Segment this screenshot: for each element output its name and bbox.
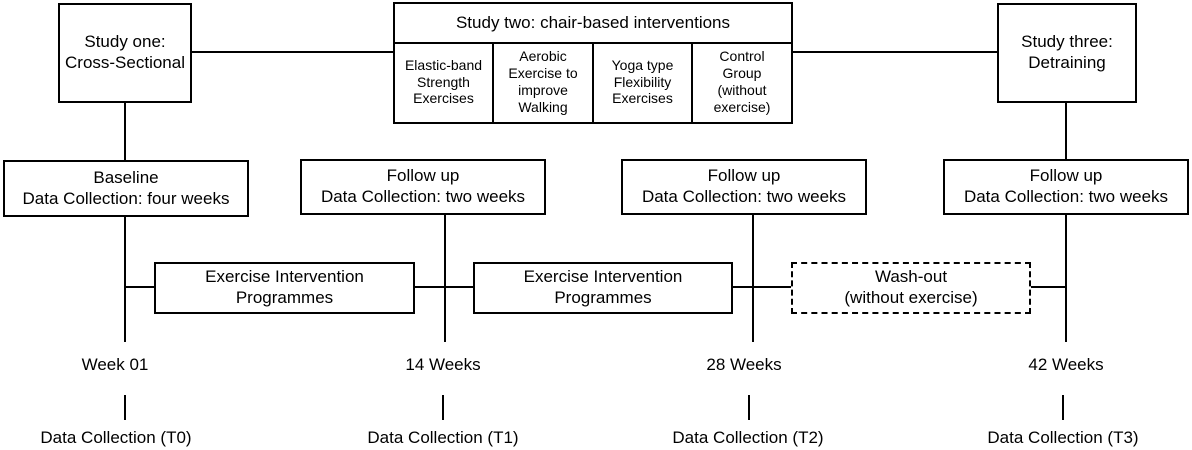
- followup-collection-box-t3: Follow up Data Collection: two weeks: [943, 159, 1189, 215]
- intervention-line2: Programmes: [235, 288, 334, 307]
- study-one-line1: Study one:: [84, 32, 166, 52]
- arm-line: Control: [719, 48, 765, 65]
- study-three-line1: Study three:: [1021, 32, 1113, 52]
- timepoint-t0: Week 01: [81, 355, 149, 374]
- study-two-arm-yoga: Yoga type Flexibility Exercises: [594, 42, 693, 122]
- study-one-box: Study one: Cross-Sectional: [58, 3, 192, 103]
- intervention-line1: Exercise Intervention: [205, 267, 364, 287]
- collection-heading: Baseline: [93, 167, 159, 187]
- baseline-collection-box: Baseline Data Collection: four weeks: [3, 160, 249, 217]
- followup-collection-box-t2: Follow up Data Collection: two weeks: [621, 159, 867, 215]
- intervention-box-1: Exercise Intervention Programmes: [154, 262, 415, 314]
- data-collection-t2: Data Collection (T2): [672, 428, 824, 447]
- collection-duration: Data Collection: two weeks: [963, 187, 1169, 206]
- arm-line: Yoga type: [611, 56, 674, 73]
- arm-line: Elastic-band: [404, 56, 483, 73]
- arm-line: Flexibility: [613, 73, 672, 90]
- arm-line: Group: [722, 65, 762, 82]
- study-three-box: Study three: Detraining: [997, 3, 1137, 103]
- collection-heading: Follow up: [1029, 166, 1103, 186]
- study-three-line2: Detraining: [1028, 53, 1106, 72]
- arm-line: improve: [518, 82, 568, 98]
- arm-line: Exercises: [612, 90, 673, 107]
- timepoint-t2: 28 Weeks: [706, 355, 782, 374]
- arm-line: exercise): [713, 98, 771, 115]
- followup-collection-box-t1: Follow up Data Collection: two weeks: [300, 159, 546, 215]
- study-two-title: Study two: chair-based interventions: [395, 4, 791, 44]
- timepoint-t3: 42 Weeks: [1028, 355, 1104, 374]
- collection-heading: Follow up: [707, 166, 781, 186]
- washout-box: Wash-out (without exercise): [791, 262, 1031, 314]
- washout-line1: Wash-out: [874, 267, 948, 287]
- collection-heading: Follow up: [386, 166, 460, 186]
- arm-line: Walking: [518, 98, 568, 115]
- intervention-box-2: Exercise Intervention Programmes: [473, 262, 733, 314]
- collection-duration: Data Collection: two weeks: [641, 187, 847, 206]
- study-two-arm-elastic-band: Elastic-band Strength Exercises: [395, 42, 494, 122]
- data-collection-t3: Data Collection (T3): [987, 428, 1139, 447]
- arm-line: Aerobic: [519, 48, 567, 65]
- intervention-line1: Exercise Intervention: [523, 267, 683, 287]
- washout-line2: (without exercise): [844, 288, 978, 307]
- arm-line: (without: [717, 82, 767, 98]
- timepoint-t1: 14 Weeks: [405, 355, 481, 374]
- arm-line: Exercises: [413, 90, 474, 107]
- data-collection-t0: Data Collection (T0): [40, 428, 192, 447]
- arm-line: Exercise to: [508, 65, 578, 82]
- collection-duration: Data Collection: four weeks: [22, 188, 230, 208]
- data-collection-t1: Data Collection (T1): [367, 428, 519, 447]
- arm-line: Strength: [417, 73, 470, 90]
- collection-duration: Data Collection: two weeks: [320, 187, 526, 206]
- intervention-line2: Programmes: [554, 288, 652, 307]
- study-one-line2: Cross-Sectional: [65, 53, 185, 72]
- study-two-arm-control: Control Group (without exercise): [693, 42, 791, 122]
- study-two-arm-aerobic: Aerobic Exercise to improve Walking: [494, 42, 594, 122]
